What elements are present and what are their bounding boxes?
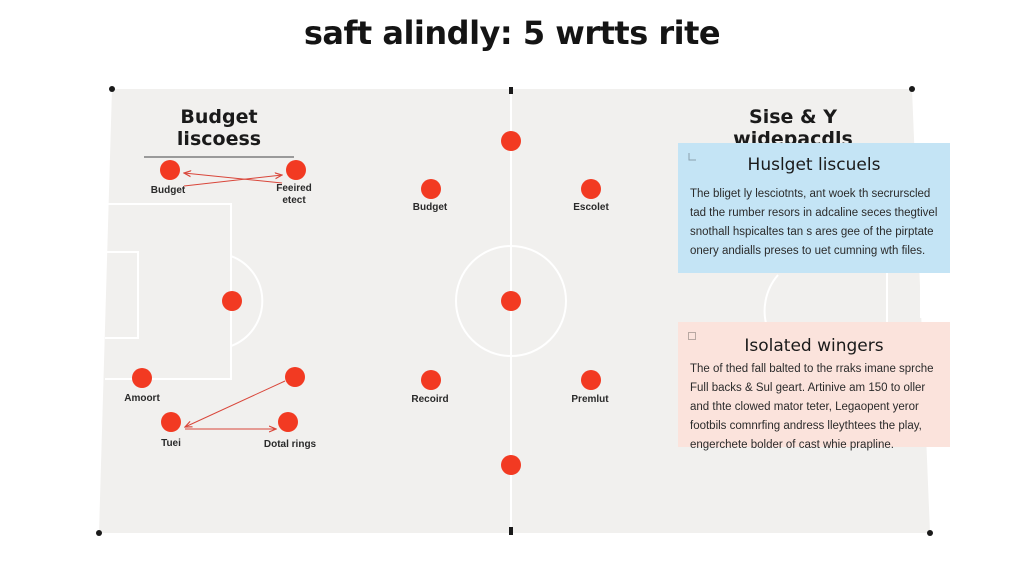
player-marker[interactable] (501, 455, 521, 475)
player-label: Tuei (161, 438, 181, 449)
pass-arrow (184, 173, 283, 184)
player-label: Budget (150, 185, 186, 196)
player-marker[interactable] (421, 370, 441, 390)
corner-marker (96, 530, 102, 536)
player-label: Escolet (573, 202, 609, 213)
player-marker[interactable] (278, 412, 298, 432)
corner-marker (927, 530, 933, 536)
player-marker[interactable] (501, 131, 521, 151)
info-card-budget: Huslget liscuels The bliget ly lesciotnt… (678, 143, 950, 273)
card-title: Huslget liscuels (747, 155, 881, 175)
corner-marker (909, 86, 915, 92)
left-section-heading: Budget liscoess (144, 106, 294, 158)
halfway-marker (509, 527, 513, 535)
player-marker[interactable] (160, 160, 180, 180)
player-label: Budget (412, 202, 448, 213)
player-label-line: Feeired (276, 183, 312, 194)
player-marker[interactable] (132, 368, 152, 388)
card-title: Isolated wingers (744, 336, 884, 356)
corner-marker (109, 86, 115, 92)
info-card-isolated-wingers: Isolated wingers The of thed fall balted… (678, 322, 950, 451)
player-marker[interactable] (222, 291, 242, 311)
player-label: Amoort (124, 393, 160, 404)
card-body: The bliget ly lesciotnts, ant woek th se… (690, 188, 938, 257)
player-marker[interactable] (501, 291, 521, 311)
player-label-line: etect (282, 195, 306, 206)
card-body: The of thed fall balted to the rraks ima… (690, 363, 934, 451)
player-marker[interactable] (421, 179, 441, 199)
corner-bracket-icon (688, 153, 696, 161)
player-marker[interactable] (581, 179, 601, 199)
pass-arrow (183, 175, 282, 187)
player-label: Recoird (411, 394, 449, 405)
player-marker[interactable] (286, 160, 306, 180)
player-label: Premlut (571, 394, 609, 405)
player-marker[interactable] (285, 367, 305, 387)
player-label: Feeired etect (276, 183, 312, 207)
page-title: saft alindly: 5 wrtts rite (303, 14, 721, 52)
pass-arrow (185, 380, 286, 427)
player-label: Dotal rings (263, 439, 317, 450)
halfway-marker (509, 87, 513, 94)
checkbox-icon[interactable] (688, 332, 696, 340)
player-marker[interactable] (581, 370, 601, 390)
player-marker[interactable] (161, 412, 181, 432)
